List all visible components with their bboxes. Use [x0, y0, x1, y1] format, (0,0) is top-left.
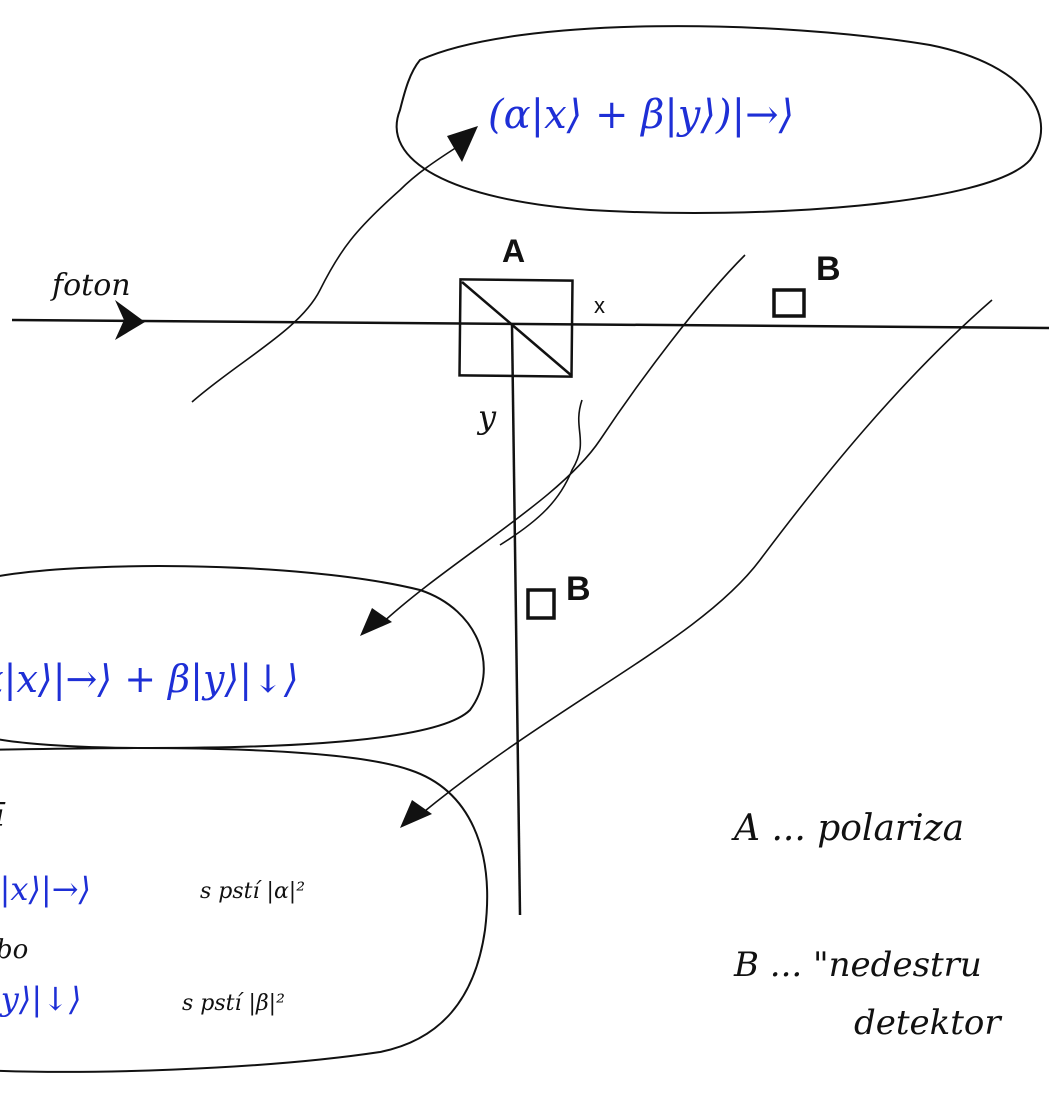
polarizer-a-label: A: [502, 233, 525, 269]
path-x-label: x: [594, 293, 605, 318]
outcome-1-prob: s pstí |α|²: [200, 879, 305, 904]
photon-arrowhead: [115, 300, 145, 340]
outcome-1-state: α|x⟩|→⟩: [0, 870, 91, 908]
detector-b-right-label: B: [816, 250, 841, 288]
detector-b-down-label: B: [566, 570, 591, 608]
fragment-i: ī: [0, 796, 6, 834]
state-bubble-top: [395, 25, 1043, 214]
state-bubble-bottom: [0, 747, 489, 1073]
outcome-2-state: |y⟩|↓⟩: [0, 980, 81, 1018]
arrow-head-bottom: [400, 800, 432, 828]
legend-b-line2: detektor: [854, 1003, 1002, 1043]
polarizer-a-box: [458, 278, 574, 378]
legend-a: A ... polariza: [731, 808, 964, 849]
beam-horizontal: [11, 318, 1049, 330]
arrow-line-middle: [379, 254, 746, 626]
detector-b-down: [526, 588, 556, 620]
path-y-label: y: [476, 398, 497, 436]
wavy-line: [499, 399, 583, 546]
polarizer-a-diagonal: [461, 281, 573, 377]
state-bubble-middle: [0, 565, 485, 750]
state-entangled: α|x⟩|→⟩ + β|y⟩|↓⟩: [0, 657, 299, 701]
detector-b-right: [772, 288, 806, 318]
arrow-head-top: [447, 126, 478, 162]
legend-b-line1: B ... "nedestru: [733, 945, 982, 985]
arrow-head-middle: [360, 608, 392, 636]
photon-label: foton: [50, 268, 131, 303]
outcome-2-prob: s pstí |β|²: [182, 991, 285, 1016]
arrow-line-bottom: [419, 299, 993, 816]
state-after-split: (α|x⟩ + β|y⟩)|→⟩: [488, 92, 794, 138]
beam-vertical: [510, 324, 522, 916]
arrow-line-top: [191, 144, 461, 403]
or-word: bo: [0, 935, 28, 965]
